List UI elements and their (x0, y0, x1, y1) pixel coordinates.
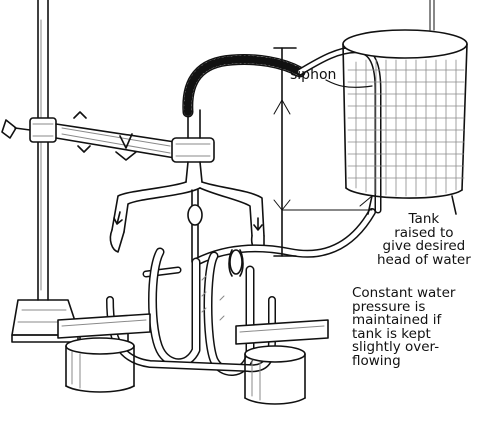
pressure-note-line: Constant water (352, 285, 456, 301)
pressure-note-line: pressure is (352, 298, 426, 315)
tank-leader (359, 195, 373, 207)
tank-label-line: Tank (408, 211, 440, 227)
siphon-leader (325, 79, 373, 88)
tank-label: Tank raised to give desired head of wate… (377, 211, 471, 268)
tank-label-line: head of water (377, 251, 471, 268)
right-clamp-block (235, 319, 329, 345)
pressure-note: Constant water pressure is maintained if… (352, 285, 456, 369)
tank (342, 0, 468, 215)
left-clamp-block (57, 313, 151, 349)
left-beaker (65, 337, 135, 393)
pressure-note-line: slightly over- (352, 339, 440, 355)
glass-manifold (109, 109, 265, 263)
siphon-label: siphon (290, 67, 337, 83)
tank-label-line: raised to (394, 224, 454, 241)
tank-label-line: give desired (382, 238, 466, 254)
pressure-note-line: flowing (352, 352, 401, 369)
pressure-note-line: tank is kept (352, 325, 431, 342)
head-dimension (273, 47, 373, 257)
pressure-note-line: maintained if (352, 312, 442, 328)
clamp (1, 111, 215, 163)
right-beaker (244, 345, 306, 405)
ring-stand (11, 0, 81, 343)
